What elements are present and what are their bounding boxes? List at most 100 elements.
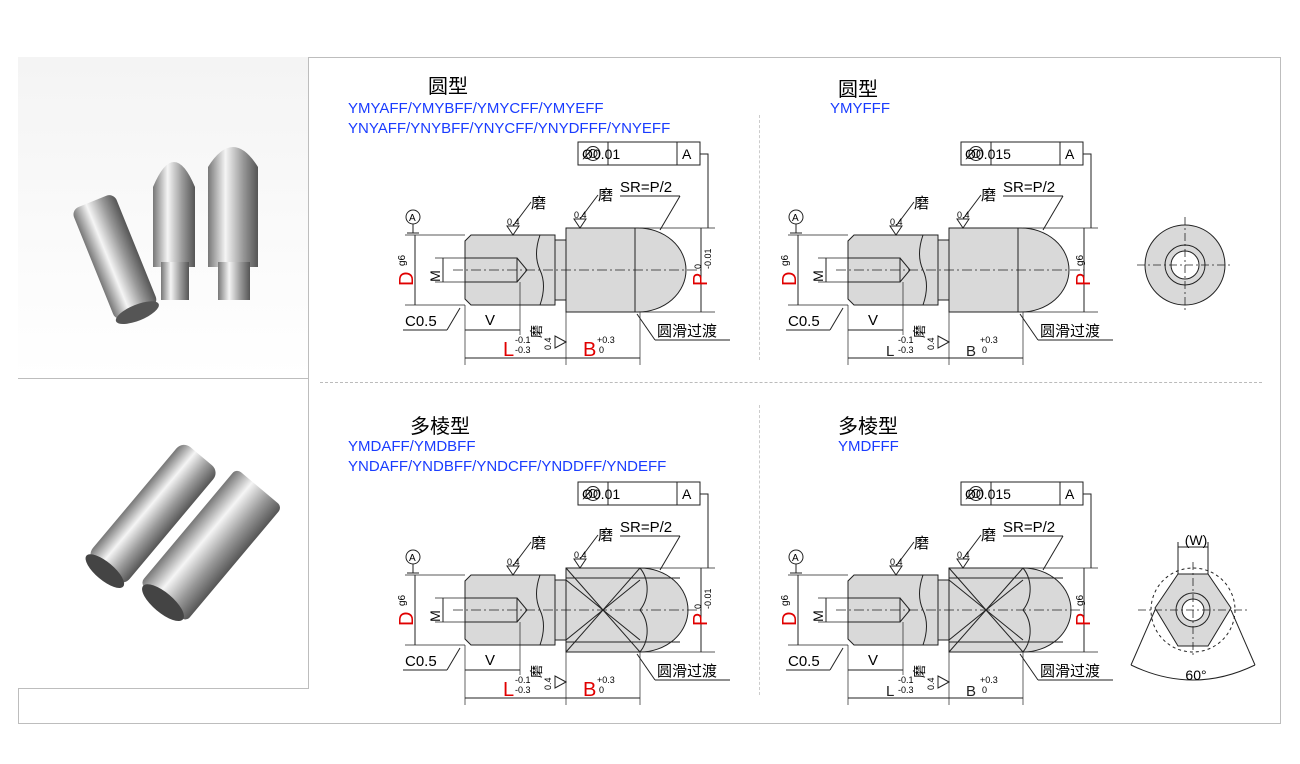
dim-v: V: [868, 652, 878, 669]
dim-p-tolerance: g6: [1075, 254, 1086, 266]
roughness-value: 0.4: [507, 557, 520, 567]
grind-label: 磨: [981, 187, 996, 204]
model-line: YMDFFF: [838, 438, 899, 455]
dim-b-tolerance-upper: +0.3: [980, 675, 998, 685]
dim-d-tolerance: g6: [397, 594, 408, 606]
dim-d: D: [396, 612, 418, 626]
model-list: YMYFFF: [830, 99, 890, 119]
column-divider: [759, 115, 760, 360]
grind-label: 磨: [914, 535, 929, 552]
grind-label: 磨: [912, 665, 927, 678]
grind-label: 磨: [981, 527, 996, 544]
dim-v: V: [868, 312, 878, 329]
grind-label: 磨: [912, 325, 927, 338]
model-line: YNYAFF/YNYBFF/YNYCFF/YNYDFFF/YNYEFF: [348, 120, 671, 137]
fcf-value: Ø0.015: [965, 146, 1011, 162]
end-view-round: [1137, 217, 1233, 313]
dim-b-tolerance-lower: 0: [599, 685, 604, 695]
sphere-radius-label: SR=P/2: [620, 519, 672, 536]
dim-l: L: [886, 683, 894, 700]
roughness-value: 0.4: [926, 337, 936, 350]
dim-l: L: [503, 339, 514, 361]
fcf-value: Ø0.01: [582, 146, 620, 162]
dim-m: M: [810, 270, 826, 282]
model-line: YMDAFF/YMDBFF: [348, 438, 476, 455]
model-list: YMDAFF/YMDBFF YNDAFF/YNDBFF/YNDCFF/YNDDF…: [348, 437, 666, 477]
dim-b: B: [966, 683, 976, 700]
smooth-transition-label: 圆滑过渡: [1040, 663, 1100, 680]
fcf-value: Ø0.01: [582, 486, 620, 502]
dim-p-tolerance-lower: -0.01: [703, 588, 713, 609]
dim-l-tolerance-upper: -0.1: [515, 675, 531, 685]
dim-m: M: [810, 610, 826, 622]
roughness-value: 0.4: [543, 677, 553, 690]
dim-p-tolerance-lower: -0.01: [703, 248, 713, 269]
dim-v: V: [485, 652, 495, 669]
fcf-value: Ø0.015: [965, 486, 1011, 502]
roughness-value: 0.4: [957, 550, 970, 560]
dim-p-tolerance-upper: 0: [693, 264, 703, 269]
end-view-polygon: [1130, 542, 1256, 681]
dim-d: D: [396, 272, 418, 286]
model-line: YNDAFF/YNDBFF/YNDCFF/YNDDFF/YNDEFF: [348, 458, 667, 475]
dim-d-tolerance: g6: [397, 254, 408, 266]
dim-b-tolerance-lower: 0: [982, 345, 987, 355]
grind-label: 磨: [529, 325, 544, 338]
chamfer-label: C0.5: [788, 313, 820, 330]
dim-l-tolerance-lower: -0.3: [515, 345, 531, 355]
model-line: YMYFFF: [830, 100, 890, 117]
model-list: YMDFFF: [838, 437, 899, 457]
datum-label: A: [409, 553, 416, 564]
dim-l-tolerance-lower: -0.3: [515, 685, 531, 695]
smooth-transition-label: 圆滑过渡: [1040, 323, 1100, 340]
dim-l-tolerance-upper: -0.1: [515, 335, 531, 345]
dim-p-tolerance-upper: 0: [693, 604, 703, 609]
dim-p: P: [1073, 273, 1095, 286]
dim-l-tolerance-lower: -0.3: [898, 685, 914, 695]
roughness-value: 0.4: [890, 557, 903, 567]
grind-label: 磨: [914, 195, 929, 212]
polygon-pin-image: [85, 444, 280, 622]
smooth-transition-label: 圆滑过渡: [657, 323, 717, 340]
column-divider: [759, 405, 760, 695]
sphere-radius-label: SR=P/2: [1003, 519, 1055, 536]
model-line: YMYAFF/YMYBFF/YMYCFF/YMYEFF: [348, 100, 604, 117]
grind-label: 磨: [529, 665, 544, 678]
sphere-radius-label: SR=P/2: [1003, 179, 1055, 196]
fcf-datum: A: [682, 486, 692, 502]
dim-l-tolerance-lower: -0.3: [898, 345, 914, 355]
dim-l: L: [503, 679, 514, 701]
dim-d: D: [779, 612, 801, 626]
fcf-datum: A: [1065, 486, 1075, 502]
smooth-transition-label: 圆滑过渡: [657, 663, 717, 680]
chamfer-label: C0.5: [405, 653, 437, 670]
grind-label: 磨: [598, 187, 613, 204]
panel-title: 多棱型: [838, 416, 898, 438]
dim-b-tolerance-upper: +0.3: [597, 675, 615, 685]
row-divider: [320, 382, 1262, 383]
grind-label: 磨: [531, 535, 546, 552]
dim-b: B: [583, 679, 596, 701]
dim-b-tolerance-lower: 0: [982, 685, 987, 695]
grind-label: 磨: [598, 527, 613, 544]
dim-p: P: [690, 273, 712, 286]
panel-title: 多棱型: [410, 416, 470, 438]
grind-label: 磨: [531, 195, 546, 212]
dim-b-tolerance-upper: +0.3: [980, 335, 998, 345]
dim-m: M: [427, 610, 443, 622]
photo-polygon-pins: [18, 379, 309, 689]
angle-label: 60°: [1185, 667, 1206, 683]
part-drawing: [403, 141, 730, 365]
datum-label: A: [409, 213, 416, 224]
dim-m: M: [427, 270, 443, 282]
roughness-value: 0.4: [926, 677, 936, 690]
dim-b-tolerance-lower: 0: [599, 345, 604, 355]
panel-title: 圆型: [838, 79, 878, 101]
panel-title: 圆型: [428, 76, 468, 98]
dim-b: B: [966, 343, 976, 360]
